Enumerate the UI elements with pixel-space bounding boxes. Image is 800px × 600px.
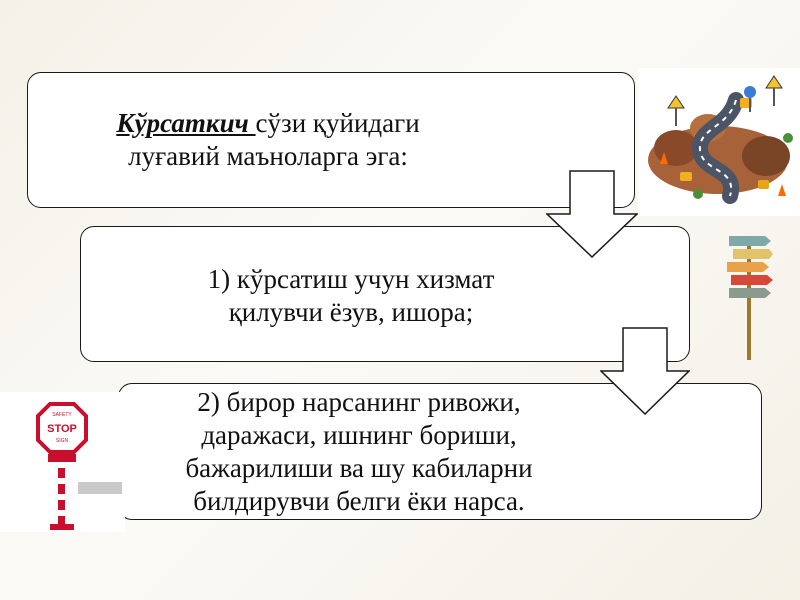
road-illustration-icon: [638, 68, 800, 216]
intro-line1-rest: сўзи қуйидаги: [255, 108, 420, 138]
meaning-two-line2: даражаси, ишнинг бориши,: [201, 420, 517, 450]
meaning-two-line1: 2) бирор нарсанинг ривожи,: [197, 387, 521, 417]
stop-sign-top-text: SAFETY: [52, 412, 72, 418]
meaning-two-line3: бажарилиши ва шу кабиларни: [185, 453, 533, 483]
stop-sign-icon: SAFETY STOP SIGN: [0, 392, 125, 532]
definition-intro-box: Кўрсаткич сўзи қуйидаги луғавий маънолар…: [27, 72, 635, 208]
meaning-one-text: 1) кўрсатиш учун хизмат қилувчи ёзув, иш…: [141, 263, 561, 329]
down-arrow-icon: [546, 170, 638, 258]
meaning-two-box: 2) бирор нарсанинг ривожи, даражаси, ишн…: [118, 383, 762, 520]
intro-line2: луғавий маъноларга эга:: [128, 141, 408, 171]
stop-sign-sub-text: SIGN: [56, 438, 69, 444]
meaning-one-line1: 1) кўрсатиш учун хизмат: [207, 264, 495, 294]
meaning-one-line2: қилувчи ёзув, ишора;: [228, 297, 474, 327]
stop-sign-main-text: STOP: [47, 423, 77, 435]
down-arrow-icon: [600, 327, 690, 415]
direction-signpost-icon: [725, 228, 775, 363]
meaning-two-line4: билдирувчи белги ёки нарса.: [193, 486, 525, 516]
intro-text: Кўрсаткич сўзи қуйидаги луғавий маънолар…: [88, 107, 448, 173]
keyword-kursatkich: Кўрсаткич: [116, 108, 256, 138]
meaning-two-text: 2) бирор нарсанинг ривожи, даражаси, ишн…: [139, 386, 579, 518]
